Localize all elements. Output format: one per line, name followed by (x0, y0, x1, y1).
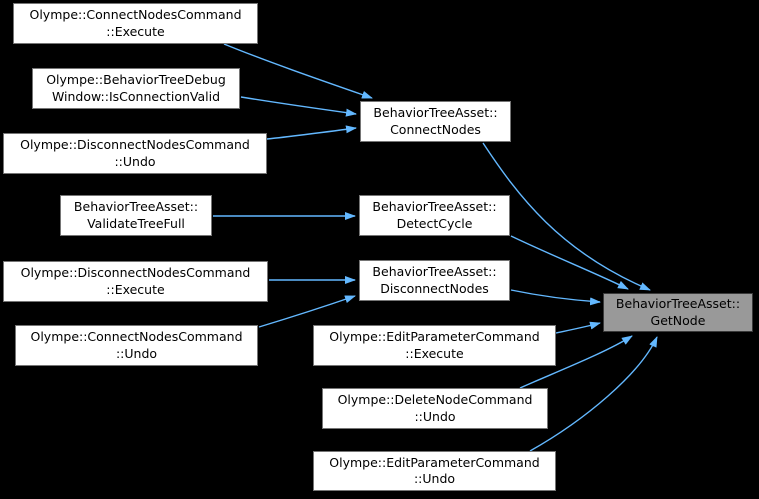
edge-disconnectnodes-to-getnode (510, 289, 601, 306)
edge-connect-undo-to-disconnectnodes (258, 295, 356, 328)
node-olympe-connectnodescommand-execute[interactable]: Olympe::ConnectNodesCommand ::Execute (13, 3, 258, 44)
node-olympe-disconnectnodescommand-undo[interactable]: Olympe::DisconnectNodesCommand ::Undo (3, 133, 267, 174)
node-olympe-editparametercommand-execute[interactable]: Olympe::EditParameterCommand ::Execute (313, 325, 556, 366)
node-behaviortreeasset-getnode-focus: BehaviorTreeAsset:: GetNode (603, 293, 753, 332)
node-olympe-editparametercommand-undo[interactable]: Olympe::EditParameterCommand ::Undo (313, 451, 556, 491)
node-behaviortreeasset-detectcycle[interactable]: BehaviorTreeAsset:: DetectCycle (359, 195, 510, 236)
node-olympe-disconnectnodescommand-execute[interactable]: Olympe::DisconnectNodesCommand ::Execute (3, 261, 268, 302)
edge-disconnect-undo-to-connectnodes (266, 125, 357, 140)
node-olympe-behaviortreedebugwindow-isconnectionvalid[interactable]: Olympe::BehaviorTreeDebug Window::IsConn… (32, 68, 240, 109)
edge-isconnectionvalid-to-connectnodes (240, 96, 357, 117)
edge-detectcycle-to-getnode (510, 235, 629, 290)
edge-editparameter-execute-to-getnode (555, 321, 601, 334)
node-olympe-connectnodescommand-undo[interactable]: Olympe::ConnectNodesCommand ::Undo (15, 325, 258, 366)
edge-connect-execute-to-connectnodes (223, 43, 373, 99)
node-behaviortreeasset-validatetreefull[interactable]: BehaviorTreeAsset:: ValidateTreeFull (60, 195, 212, 236)
node-behaviortreeasset-disconnectnodes[interactable]: BehaviorTreeAsset:: DisconnectNodes (359, 260, 510, 301)
node-olympe-deletenodecommand-undo[interactable]: Olympe::DeleteNodeCommand ::Undo (322, 388, 548, 429)
node-behaviortreeasset-connectnodes[interactable]: BehaviorTreeAsset:: ConnectNodes (360, 101, 511, 142)
